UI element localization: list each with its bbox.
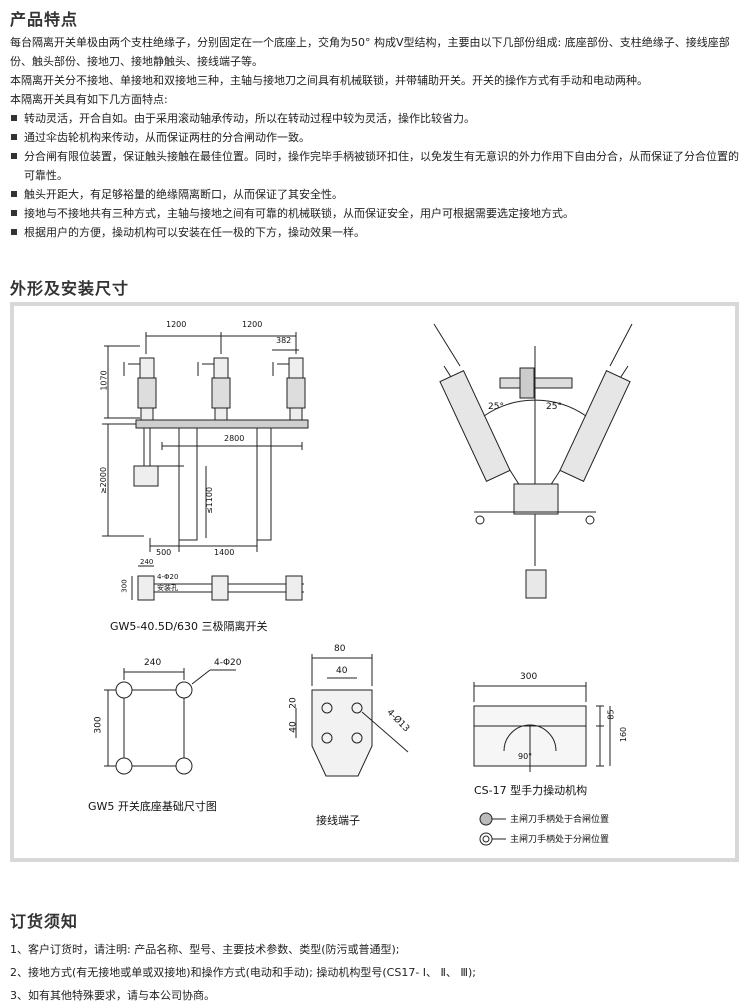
feature-text: 触头开距大，有足够裕量的绝缘隔离断口，从而保证了其安全性。 — [24, 188, 343, 201]
dim-label: 40 — [288, 721, 299, 733]
feature-text: 分合闸有限位装置，保证触头接触在最佳位置。同时，操作完毕手柄被锁环扣住，以免发生… — [24, 150, 739, 182]
bullet-square-icon — [11, 191, 17, 197]
order-item: 2、接地方式(有无接地或单或双接地)和操作方式(电动和手动); 操动机构型号(C… — [10, 966, 477, 979]
pole-3 — [272, 357, 306, 421]
dim-label: 1200 — [242, 320, 263, 329]
dim-label: 240 — [140, 558, 154, 566]
dim-label: 1200 — [166, 320, 187, 329]
mechanism-drawing — [473, 682, 611, 772]
front-view-drawing — [102, 332, 309, 601]
feature-text: 根据用户的方便，操动机构可以安装在任一极的下方，操动效果一样。 — [24, 226, 365, 239]
front-view-caption: GW5-40.5D/630 三极隔离开关 — [110, 620, 268, 633]
dim-label: 160 — [619, 726, 629, 743]
feature-text: 接地与不接地共有三种方式，主轴与接地之间有可靠的机械联锁，从而保证安全，用户可根… — [24, 207, 574, 220]
feature-bullet: 触头开距大，有足够裕量的绝缘隔离断口，从而保证了其安全性。 — [10, 185, 742, 204]
pole-2 — [197, 357, 231, 421]
dim-label: 382 — [276, 336, 292, 345]
dimension-drawing-panel: 1200 1200 382 1070 2800 ≥2000 ≤1100 500 … — [10, 302, 739, 862]
dim-label: 20 — [288, 697, 299, 709]
order-item: 3、如有其他特殊要求，请与本公司协商。 — [10, 989, 215, 1002]
terminal-drawing — [295, 654, 409, 777]
angle-label: 90° — [518, 752, 533, 761]
dim-label: 安装孔 — [157, 584, 178, 592]
dim-label: 300 — [520, 672, 538, 682]
dim-label: 85 — [606, 709, 616, 720]
feature-text: 转动灵活，开合自如。由于采用滚动轴承传动，所以在转动过程中较为灵活，操作比较省力… — [24, 112, 475, 125]
intro-paragraph: 本隔离开关具有如下几方面特点: — [10, 93, 168, 106]
feature-bullet: 转动灵活，开合自如。由于采用滚动轴承传动，所以在转动过程中较为灵活，操作比较省力… — [10, 109, 742, 128]
mechanism-caption: CS-17 型手力操动机构 — [474, 784, 588, 797]
section-title-features: 产品特点 — [10, 10, 79, 29]
legend-open-label: 主闸刀手柄处于分闸位置 — [510, 835, 610, 845]
bullet-square-icon — [11, 210, 17, 216]
technical-drawing — [102, 323, 633, 846]
base-foundation-drawing — [104, 668, 236, 775]
feature-bullet: 根据用户的方便，操动机构可以安装在任一极的下方，操动效果一样。 — [10, 223, 742, 242]
dim-label: 2800 — [224, 434, 245, 443]
terminal-caption: 接线端子 — [316, 814, 360, 827]
feature-bullet: 分合闸有限位装置，保证触头接触在最佳位置。同时，操作完毕手柄被锁环扣住，以免发生… — [10, 147, 742, 185]
angle-label: 25° — [488, 402, 504, 412]
feature-text: 通过伞齿轮机构来传动，从而保证两柱的分合闸动作一致。 — [24, 131, 310, 144]
dim-label: 1070 — [99, 370, 109, 391]
order-notes: 1、客户订货时，请注明: 产品名称、型号、主要技术参数、类型(防污或普通型); … — [10, 938, 742, 1007]
pole-1 — [123, 357, 157, 421]
dim-label: 40 — [336, 666, 348, 676]
feature-bullet: 接地与不接地共有三种方式，主轴与接地之间有可靠的机械联锁，从而保证安全，用户可根… — [10, 204, 742, 223]
dim-label: 300 — [93, 716, 104, 734]
dim-label: 240 — [144, 658, 162, 668]
bullet-square-icon — [11, 115, 17, 121]
intro-paragraph: 每台隔离开关单极由两个支柱绝缘子，分别固定在一个底座上，交角为50° 构成V型结… — [10, 36, 730, 68]
dim-label: 500 — [156, 548, 172, 557]
bullet-square-icon — [11, 153, 17, 159]
closed-position-icon — [479, 812, 493, 826]
dim-label: 80 — [334, 644, 346, 654]
intro-paragraph: 本隔离开关分不接地、单接地和双接地三种，主轴与接地刀之间具有机械联锁，并带辅助开… — [10, 74, 648, 87]
dim-label: ≤1100 — [205, 486, 215, 515]
section-title-order: 订货须知 — [10, 912, 79, 931]
angle-label: 25° — [546, 402, 562, 412]
bullet-square-icon — [11, 229, 17, 235]
features-intro: 每台隔离开关单极由两个支柱绝缘子，分别固定在一个底座上，交角为50° 构成V型结… — [10, 33, 742, 242]
side-view-drawing — [433, 323, 633, 599]
section-title-dimensions: 外形及安装尺寸 — [10, 279, 130, 298]
dim-label: 300 — [120, 579, 129, 593]
order-item: 1、客户订货时，请注明: 产品名称、型号、主要技术参数、类型(防污或普通型); — [10, 943, 400, 956]
dim-label: 1400 — [214, 548, 235, 557]
base-caption: GW5 开关底座基础尺寸图 — [88, 800, 217, 813]
legend-closed-label: 主闸刀手柄处于合闸位置 — [510, 815, 610, 825]
dim-label: 4-Φ20 — [157, 573, 179, 581]
bullet-square-icon — [11, 134, 17, 140]
dim-label: 4-Φ20 — [214, 658, 242, 668]
dim-label: ≥2000 — [99, 466, 109, 495]
feature-bullet: 通过伞齿轮机构来传动，从而保证两柱的分合闸动作一致。 — [10, 128, 742, 147]
